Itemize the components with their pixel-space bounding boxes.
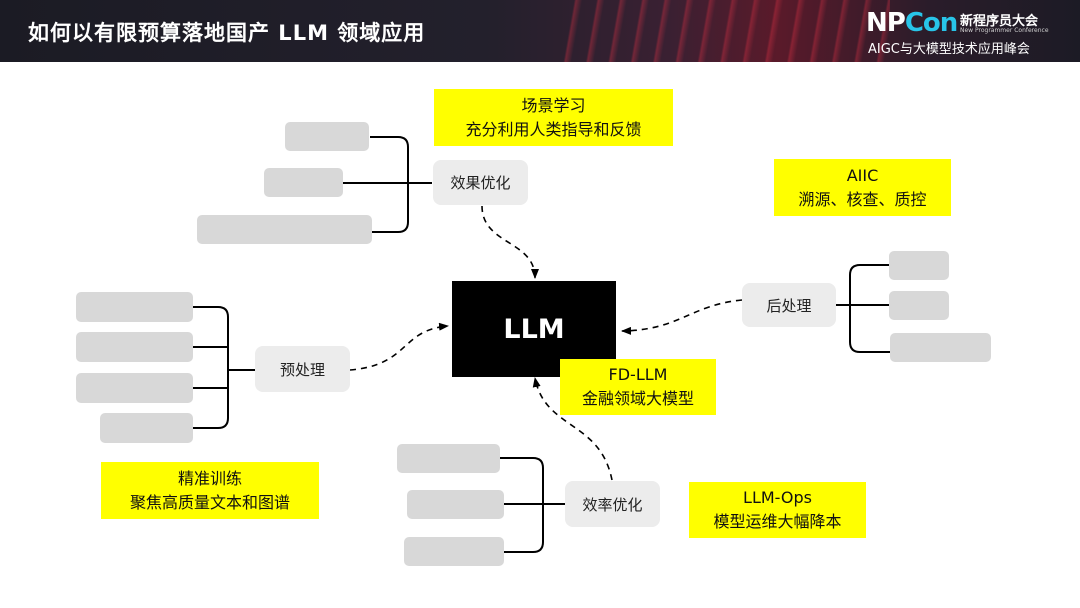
bracket-preprocess (193, 306, 255, 429)
slide-title: 如何以有限预算落地国产 LLM 领域应用 (28, 21, 426, 45)
placeholder-bar (889, 291, 949, 320)
arrow-postprocess-to-llm (621, 299, 743, 335)
note-text: 金融领域大模型 (581, 389, 694, 408)
logo-subtitle: AIGC与大模型技术应用峰会 (868, 42, 1030, 57)
note-text: 聚焦高质量文本和图谱 (129, 492, 290, 512)
node-effect-optimization: 效果优化 (433, 160, 528, 205)
node-efficiency-optimization: 效率优化 (565, 481, 660, 527)
note-title: 精准训练 (177, 468, 242, 488)
placeholder-bar (397, 444, 500, 473)
note-text: 充分利用人类指导和反馈 (465, 119, 642, 139)
placeholder-bar (890, 333, 991, 362)
note-scene-learning: 场景学习 充分利用人类指导和反馈 (434, 89, 673, 146)
placeholder-bar (76, 332, 193, 362)
note-precise-training: 精准训练 聚焦高质量文本和图谱 (101, 462, 319, 519)
placeholder-bar (76, 292, 193, 322)
placeholder-bar (197, 215, 372, 244)
note-text: 模型运维大幅降本 (713, 512, 842, 531)
placeholder-bar (100, 413, 193, 443)
bracket-efficiency-optimization (500, 457, 565, 553)
note-title: 场景学习 (521, 95, 586, 115)
note-title: AIIC (846, 165, 879, 185)
node-postprocess: 后处理 (742, 283, 836, 327)
slide-header: 如何以有限预算落地国产 LLM 领域应用 NPCon 新程序员大会 New Pr… (0, 0, 1080, 62)
placeholder-bar (404, 537, 504, 566)
note-aiic: AIIC 溯源、核查、质控 (774, 159, 951, 216)
note-title: LLM-Ops (743, 488, 812, 507)
note-llm-ops: LLM-Ops 模型运维大幅降本 (689, 482, 866, 538)
placeholder-bar (76, 373, 193, 403)
arrow-preprocess-to-llm (349, 322, 449, 371)
arrow-efficiency-to-llm (532, 377, 613, 481)
placeholder-bar (407, 490, 504, 519)
bracket-effect-optimization (343, 136, 432, 233)
arrow-effect-to-llm (481, 205, 539, 279)
conference-logo: NPCon 新程序员大会 New Programmer Conference A… (866, 6, 1066, 58)
placeholder-bar (285, 122, 369, 151)
note-fd-llm: FD-LLM 金融领域大模型 (560, 359, 716, 415)
note-title: FD-LLM (608, 365, 668, 384)
note-text: 溯源、核查、质控 (798, 189, 927, 209)
logo-chinese-name: 新程序员大会 (960, 14, 1039, 29)
logo-mark: NPCon (866, 8, 958, 38)
logo-english-name: New Programmer Conference (960, 27, 1049, 34)
placeholder-bar (889, 251, 949, 280)
header-decoration (560, 0, 890, 62)
center-llm-node: LLM (452, 281, 616, 377)
placeholder-bar (264, 168, 343, 197)
bracket-postprocess (836, 264, 890, 353)
node-preprocess: 预处理 (255, 346, 350, 392)
